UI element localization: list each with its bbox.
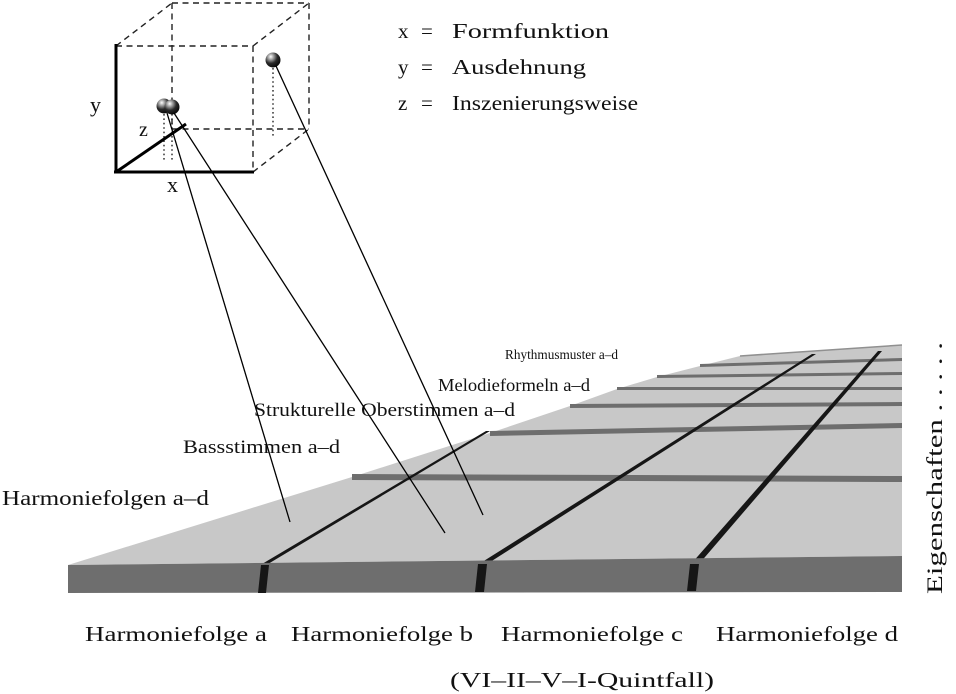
property-grid-plane — [68, 344, 903, 593]
cube-edge-top-left-depth — [115, 2, 173, 47]
pointer-lines — [166, 65, 484, 534]
cube-axis-label-y: y — [90, 92, 101, 117]
legend-axis-x: x — [398, 19, 409, 43]
row-edge-strip-1 — [352, 474, 902, 482]
legend-axis-y: y — [398, 55, 409, 79]
column-gap-cd — [691, 351, 882, 564]
quintfall-caption: (VI–II–V–I-Quintfall) — [450, 668, 714, 692]
column-gap-ab — [262, 431, 490, 564]
legend-eq-x: = — [421, 19, 433, 43]
cube-edge-bottom-right-depth — [252, 128, 310, 173]
row-label-harmoniefolgen: Harmoniefolgen a–d — [2, 486, 210, 510]
legend-eq-y: = — [421, 55, 433, 79]
side-label-eigenschaften: Eigenschaften . . . . . — [922, 342, 947, 594]
cube-edge-top-right-depth — [252, 2, 310, 47]
row-label-bassstimmen: Bassstimmen a–d — [183, 437, 341, 458]
row-label-rhythmusmuster: Rhythmusmuster a–d — [505, 348, 618, 363]
parameter-cube — [114, 2, 310, 174]
column-label-a: Harmoniefolge a — [85, 622, 268, 646]
cube-axes — [114, 44, 254, 174]
cube-axis-label-z: z — [139, 119, 148, 141]
column-gap-bc — [479, 354, 816, 564]
cube-hidden-edges — [115, 2, 310, 173]
column-label-d: Harmoniefolge d — [716, 622, 899, 646]
front-face-notch-ab — [258, 565, 269, 593]
plane-back-edge — [739, 344, 903, 357]
cube-axis-label-x: x — [167, 172, 178, 197]
row-label-melodieformeln: Melodieformeln a–d — [438, 375, 590, 395]
column-labels: Harmoniefolge a Harmoniefolge b Harmonie… — [85, 622, 899, 646]
plane-top-surface — [68, 345, 902, 565]
front-face-notch-cd — [687, 564, 699, 591]
row-label-oberstimmen: Strukturelle Oberstimmen a–d — [254, 400, 516, 421]
data-point-sphere-2 — [265, 52, 281, 68]
legend-label-formfunktion: Formfunktion — [452, 19, 610, 43]
data-point-sphere-1b — [164, 99, 180, 115]
axis-legend: x = Formfunktion y = Ausdehnung z = Insz… — [398, 19, 638, 115]
z-axis-edge — [115, 122, 187, 174]
column-label-c: Harmoniefolge c — [501, 622, 683, 646]
pointer-line-2 — [173, 112, 446, 534]
data-point-spheres — [156, 52, 281, 115]
point-projection-lines — [163, 68, 274, 162]
legend-axis-z: z — [398, 91, 407, 115]
column-label-b: Harmoniefolge b — [291, 622, 473, 646]
pointer-line-3 — [275, 65, 484, 516]
legend-label-ausdehnung: Ausdehnung — [452, 55, 587, 79]
pointer-line-1 — [166, 112, 291, 523]
legend-eq-z: = — [421, 91, 433, 115]
front-face-notch-bc — [475, 564, 487, 592]
legend-label-inszenierungsweise: Inszenierungsweise — [452, 91, 638, 115]
